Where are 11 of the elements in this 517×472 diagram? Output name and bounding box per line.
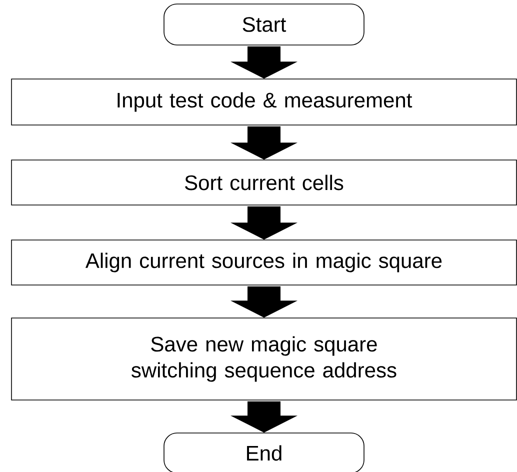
process-box: Save new magic square switching sequence address xyxy=(11,318,517,400)
terminal-box: Start xyxy=(164,4,364,46)
block-arrow xyxy=(230,401,298,433)
terminal-box: End xyxy=(164,432,364,472)
process-box: Sort current cells xyxy=(11,160,517,206)
process-box: Input test code & measurement xyxy=(11,78,517,126)
block-arrow xyxy=(230,286,298,318)
process-box: Align current sources in magic square xyxy=(11,240,517,286)
block-arrow xyxy=(230,46,298,79)
block-arrow xyxy=(230,126,298,160)
block-arrow xyxy=(230,206,298,240)
